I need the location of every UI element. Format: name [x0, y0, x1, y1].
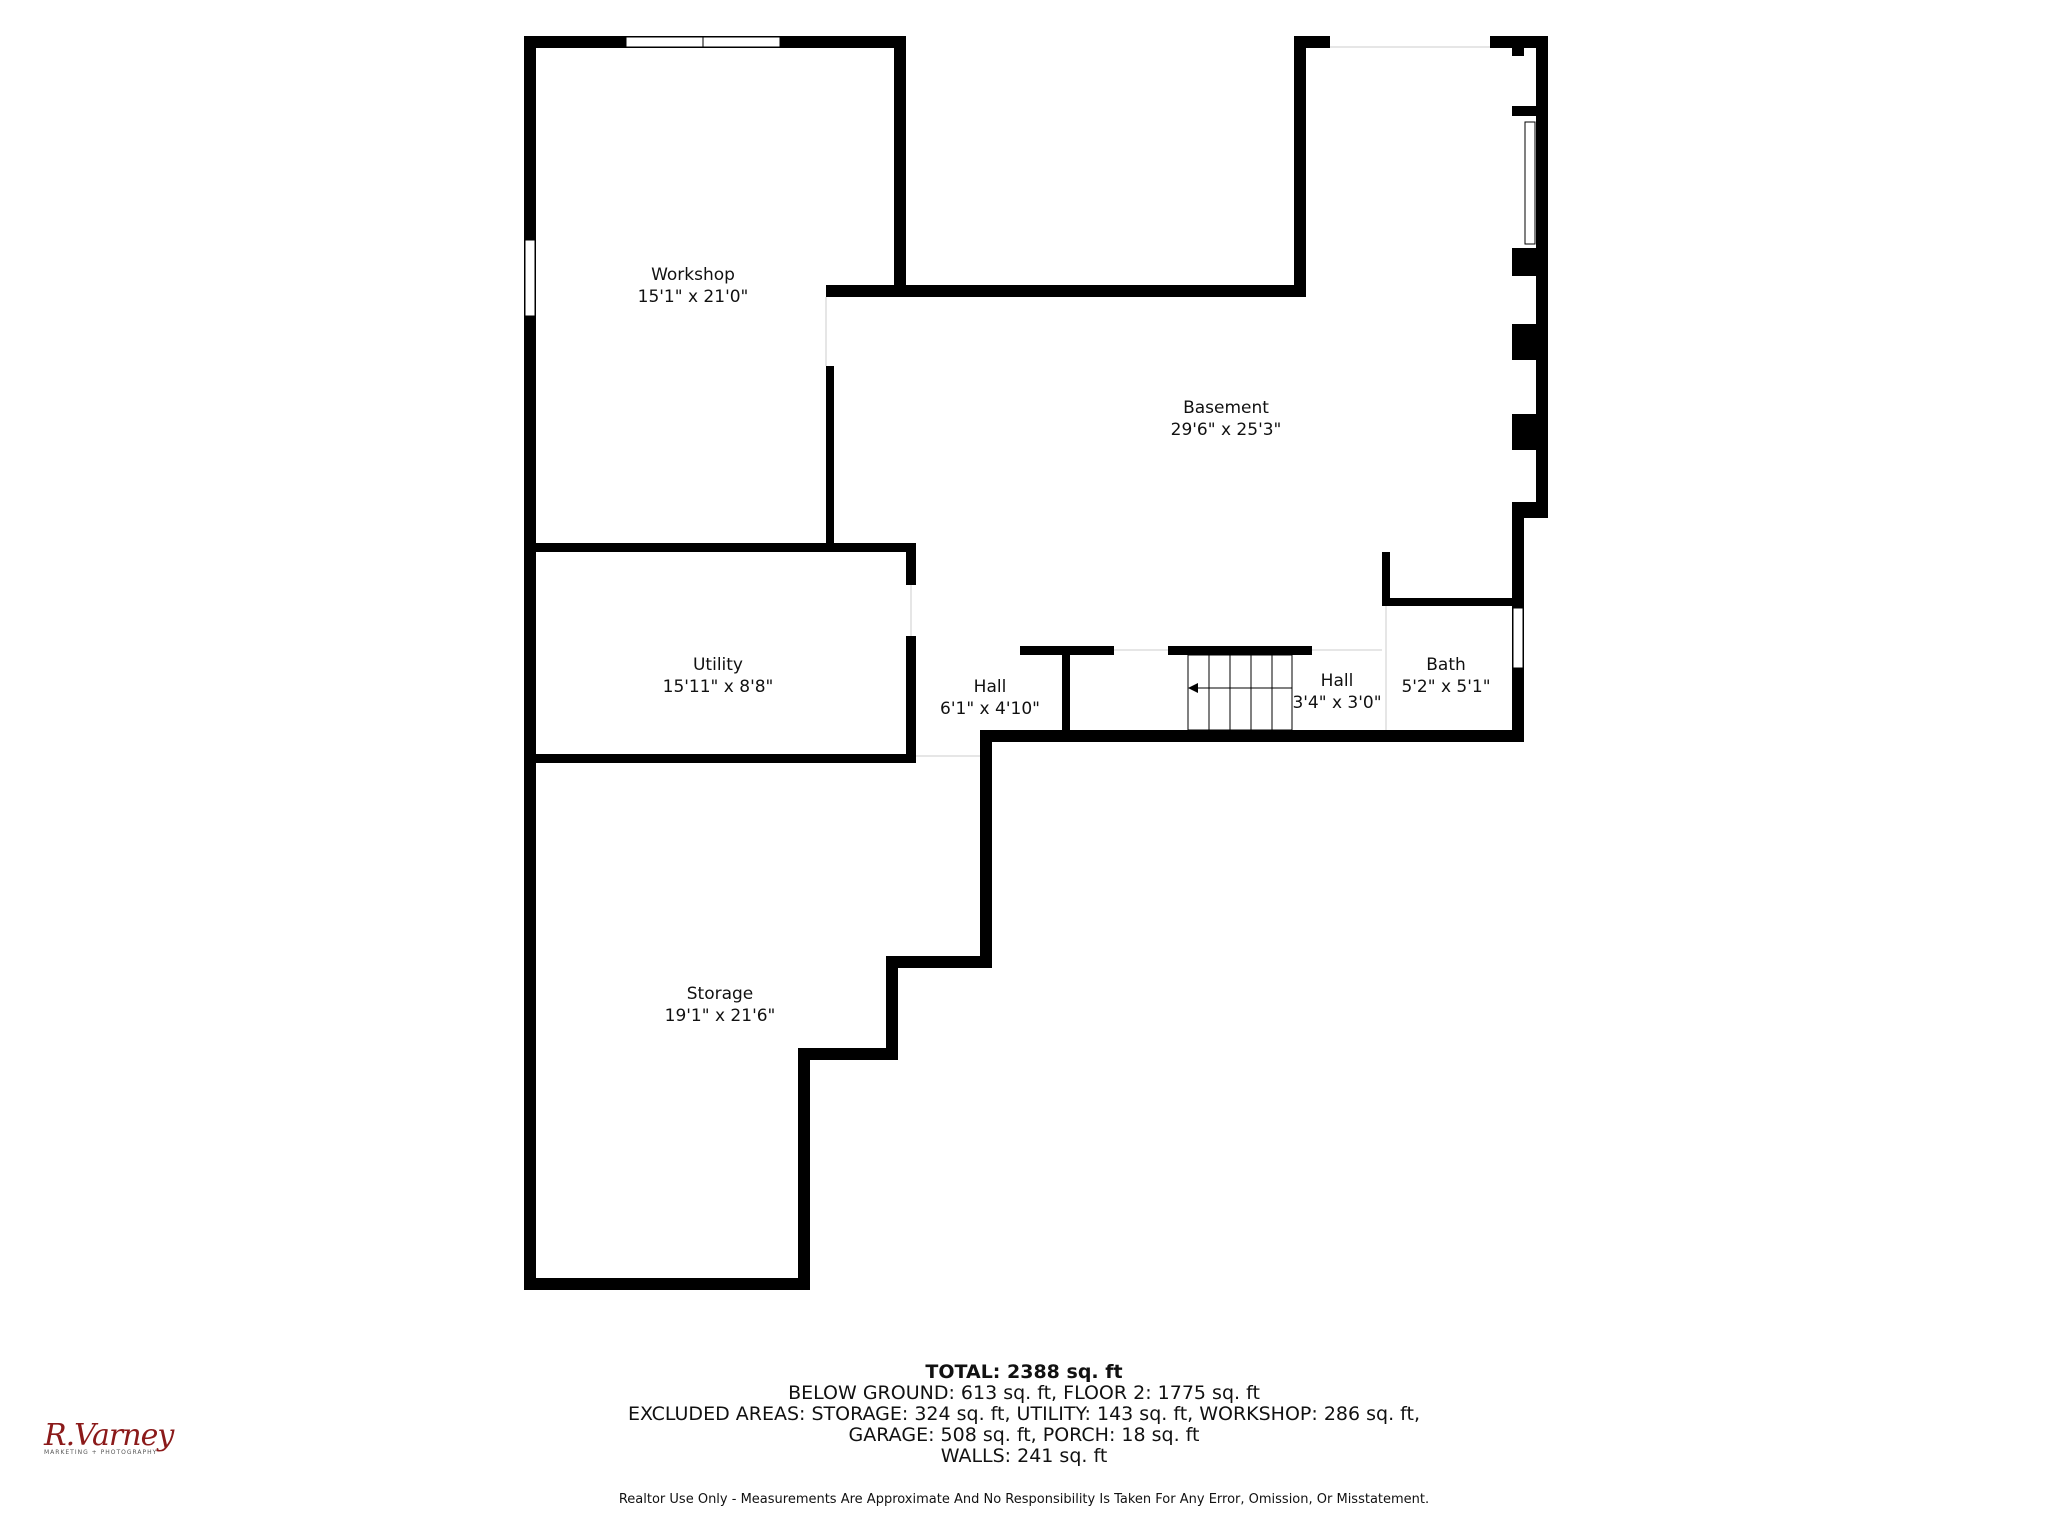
room-name-utility: Utility: [693, 655, 743, 675]
wall: [1512, 106, 1542, 116]
stairs: [1187, 654, 1293, 731]
walls: [524, 36, 1548, 1290]
summary-line-1: BELOW GROUND: 613 sq. ft, FLOOR 2: 1775 …: [788, 1382, 1260, 1404]
window: [524, 239, 536, 317]
brand-logo: R.Varney MARKETING + PHOTOGRAPHY: [44, 1418, 174, 1468]
wall: [1512, 414, 1542, 450]
wall: [1512, 324, 1542, 360]
room-name-workshop: Workshop: [651, 265, 735, 285]
room-name-hall: Hall: [974, 677, 1007, 697]
wall: [986, 730, 1524, 742]
wall: [1382, 552, 1390, 604]
wall: [524, 754, 916, 763]
room-dimensions-utility: 15'11" x 8'8": [663, 677, 774, 697]
wall: [1294, 36, 1330, 48]
wall: [524, 1278, 810, 1290]
wall: [826, 285, 1306, 297]
room-name-storage: Storage: [687, 984, 754, 1004]
summary-total: TOTAL: 2388 sq. ft: [925, 1361, 1123, 1383]
wall: [1168, 646, 1312, 655]
room-name-bath: Bath: [1426, 655, 1466, 675]
windows: [524, 36, 1536, 669]
wall: [1512, 36, 1524, 56]
area-summary: TOTAL: 2388 sq. ft BELOW GROUND: 613 sq.…: [0, 1362, 2048, 1467]
stair-outline: [1187, 654, 1293, 731]
wall: [1062, 646, 1070, 740]
summary-line-2: EXCLUDED AREAS: STORAGE: 324 sq. ft, UTI…: [627, 1403, 1421, 1425]
summary-line-4: WALLS: 241 sq. ft: [940, 1445, 1108, 1467]
wall: [826, 366, 834, 552]
wall: [1536, 36, 1548, 518]
room-dimensions-basement: 29'6" x 25'3": [1171, 420, 1282, 440]
wall: [980, 730, 992, 966]
window: [1512, 607, 1524, 669]
wall: [906, 543, 916, 585]
brand-logo-name: R.Varney: [44, 1418, 174, 1453]
wall: [798, 1048, 898, 1060]
wall: [886, 956, 992, 968]
wall: [1294, 36, 1306, 291]
wall: [524, 543, 916, 552]
room-dimensions-hall: 6'1" x 4'10": [940, 699, 1040, 719]
room-dimensions-workshop: 15'1" x 21'0": [638, 287, 749, 307]
brand-logo-tagline: MARKETING + PHOTOGRAPHY: [44, 1449, 158, 1456]
disclaimer: Realtor Use Only - Measurements Are Appr…: [618, 1492, 1430, 1507]
wall: [1382, 598, 1518, 606]
summary-line-3: GARAGE: 508 sq. ft, PORCH: 18 sq. ft: [848, 1424, 1200, 1446]
room-name-basement: Basement: [1183, 398, 1269, 418]
wall: [886, 956, 898, 1060]
room-dimensions-bath: 5'2" x 5'1": [1401, 677, 1490, 697]
room-dimensions-hall-2: 3'4" x 3'0": [1292, 693, 1381, 713]
room-labels: Workshop 15'1" x 21'0" Basement 29'6" x …: [638, 265, 1491, 1026]
wall: [906, 636, 916, 762]
window: [1524, 121, 1536, 245]
wall: [894, 36, 906, 291]
stair-arrow-icon: [1188, 683, 1198, 693]
door-openings: [825, 46, 1490, 757]
room-dimensions-storage: 19'1" x 21'6": [665, 1006, 776, 1026]
wall: [798, 1048, 810, 1290]
wall: [1512, 248, 1542, 276]
wall: [524, 36, 536, 1290]
room-name-hall-2: Hall: [1321, 671, 1354, 691]
